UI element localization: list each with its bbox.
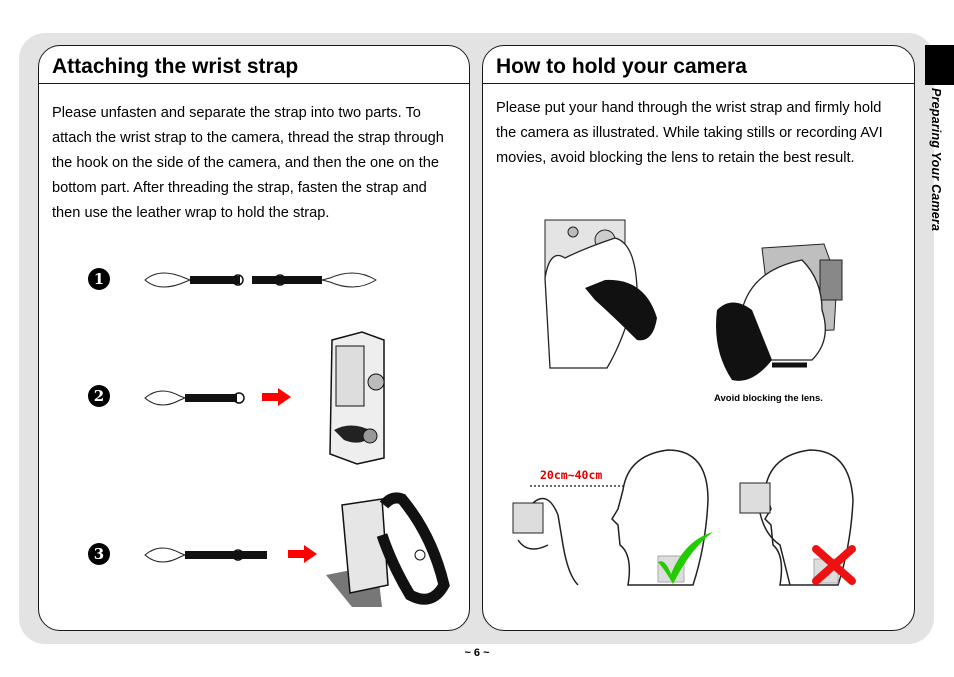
distance-guide-line — [530, 485, 628, 487]
strap-separated-illustration — [144, 272, 377, 288]
hand-strap-back-illustration — [716, 243, 843, 381]
distance-label: 20cm~40cm — [540, 468, 603, 482]
hold-camera-instructions: Please put your hand through the wrist s… — [496, 100, 883, 166]
incorrect-holding-posture-illustration — [739, 449, 854, 586]
page-number: ~ 6 ~ — [464, 647, 490, 659]
wrist-strap-instructions: Please unfasten and separate the strap i… — [52, 105, 444, 221]
arrow-right-icon — [288, 545, 317, 563]
section-side-label: Preparing Your Camera — [929, 88, 943, 232]
arrow-right-icon — [262, 388, 291, 406]
step-1-number: 1 — [88, 268, 110, 290]
step-3-number: 3 — [88, 543, 110, 565]
strap-fastened-illustration — [144, 547, 267, 563]
cross-icon — [812, 545, 856, 585]
camera-side-illustration — [329, 331, 385, 465]
avoid-lens-caption: Avoid blocking the lens. — [714, 393, 823, 404]
camera-with-strap-illustration — [326, 492, 450, 607]
section-tab-marker — [925, 45, 954, 85]
hand-holding-camera-illustration — [544, 219, 657, 369]
strap-half-illustration — [144, 390, 245, 406]
wrist-strap-section: Attaching the wrist strap Please unfaste… — [38, 45, 470, 631]
checkmark-icon — [657, 532, 713, 584]
wrist-strap-title: Attaching the wrist strap — [39, 46, 469, 84]
hold-camera-title: How to hold your camera — [483, 46, 914, 84]
step-2-number: 2 — [88, 385, 110, 407]
correct-holding-posture-illustration — [512, 449, 709, 586]
